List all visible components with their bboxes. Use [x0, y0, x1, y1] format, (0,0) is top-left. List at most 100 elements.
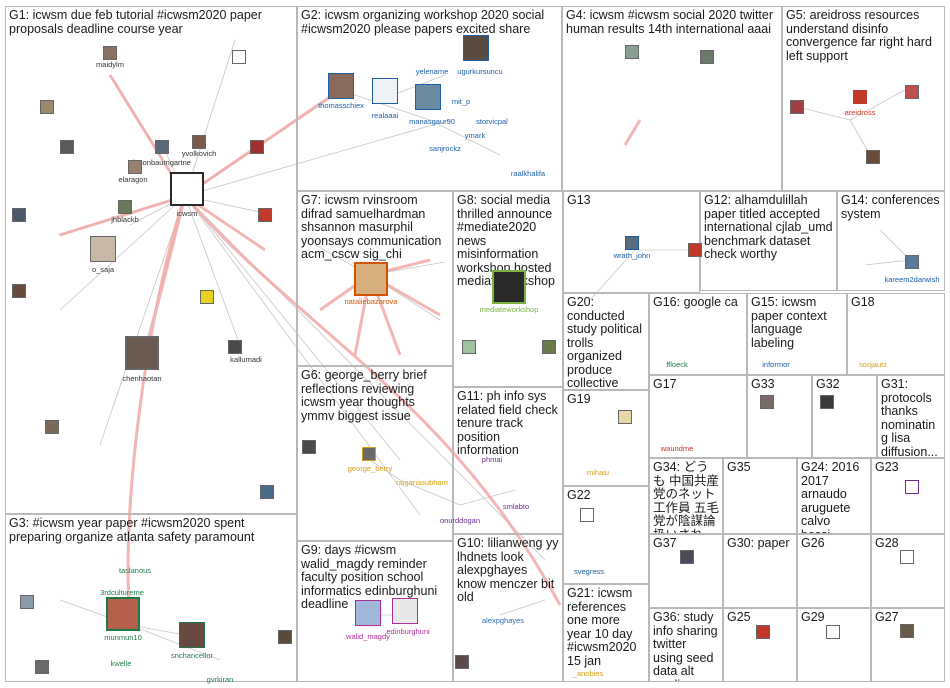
node-label-alexpghayes: alexpghayes — [481, 616, 525, 625]
node-munmun10[interactable] — [106, 597, 140, 631]
node-avatar[interactable] — [580, 508, 594, 522]
group-g7: G7: icwsm rvinsroom difrad samuelhardman… — [297, 191, 453, 366]
node-avatar[interactable] — [680, 550, 694, 564]
node-label-phmai: phmai — [481, 455, 503, 464]
node-wrath_john[interactable] — [625, 236, 639, 250]
node-label-informor: informor — [762, 360, 790, 369]
node-label-chenhaotan: chenhaotan — [122, 374, 162, 383]
node-label-_anobies: _anobies — [572, 669, 604, 678]
node-jhblackb[interactable] — [118, 200, 132, 214]
node-avatar[interactable] — [35, 660, 49, 674]
node-avatar[interactable] — [542, 340, 556, 354]
group-g22: G22 — [563, 486, 649, 584]
group-g10: G10: lilianweng yy lhdnets look alexpgha… — [453, 534, 563, 682]
group-g19-label: G19 — [567, 392, 591, 406]
node-elaragon[interactable] — [128, 160, 142, 174]
node-avatar[interactable] — [790, 100, 804, 114]
node-maidylm[interactable] — [103, 46, 117, 60]
node-avatar[interactable] — [258, 208, 272, 222]
node-manasgaur90[interactable] — [415, 84, 441, 110]
node-george_berry[interactable] — [362, 447, 376, 461]
node-label-thomasschiex: thomasschiex — [318, 101, 364, 110]
node-o_saja[interactable] — [90, 236, 116, 262]
group-g25-label: G25 — [727, 610, 751, 624]
group-g31-label: G31: protocols thanks nominating lisa di… — [881, 377, 938, 458]
node-label-kwelle: kwelle — [110, 659, 132, 668]
group-g8-label: G8: social media thrilled announce #medi… — [457, 193, 555, 287]
group-g30-label: G30: paper — [727, 536, 790, 550]
node-label-yvolkovich: yvolkovich — [181, 149, 217, 158]
group-g5-label: G5: areidross resources understand disin… — [786, 8, 932, 63]
group-g24-label: G24: 2016 2017 arnaudo aruguete calvo be… — [801, 460, 860, 533]
node-icwsm[interactable] — [170, 172, 204, 206]
node-avatar[interactable] — [688, 243, 702, 257]
group-g4: G4: icwsm #icwsm social 2020 twitter hum… — [562, 6, 782, 191]
group-g18: G18 — [847, 293, 945, 375]
node-avatar[interactable] — [826, 625, 840, 639]
group-g20: G20: conducted study political trolls or… — [563, 293, 649, 390]
node-avatar[interactable] — [866, 150, 880, 164]
node-edinburghuni[interactable] — [392, 598, 418, 624]
node-ugurkursuncu[interactable] — [463, 35, 489, 61]
group-g2-label: G2: icwsm organizing workshop 2020 socia… — [301, 8, 545, 36]
node-label-nataliebazarova: nataliebazarova — [344, 297, 398, 306]
node-avatar[interactable] — [820, 395, 834, 409]
group-g2: G2: icwsm organizing workshop 2020 socia… — [297, 6, 562, 191]
node-label-raalkhalifa: raalkhalifa — [510, 169, 546, 178]
node-kallumadi[interactable] — [228, 340, 242, 354]
node-avatar[interactable] — [900, 550, 914, 564]
group-g24: G24: 2016 2017 arnaudo aruguete calvo be… — [797, 458, 871, 534]
node-chenhaotan[interactable] — [125, 336, 159, 370]
node-label-maidylm: maidylm — [96, 60, 124, 69]
node-label-jasonbaumgartne: jasonbaumgartne — [133, 158, 191, 167]
group-g23: G23 — [871, 458, 945, 534]
node-mediateworkshop[interactable] — [492, 270, 526, 304]
node-walid_magdy[interactable] — [355, 600, 381, 626]
node-avatar[interactable] — [700, 50, 714, 64]
node-avatar[interactable] — [260, 485, 274, 499]
group-g17-label: G17 — [653, 377, 677, 391]
node-thomasschiex[interactable] — [328, 73, 354, 99]
node-areidross[interactable] — [853, 90, 867, 104]
node-avatar[interactable] — [250, 140, 264, 154]
node-nataliebazarova[interactable] — [354, 262, 388, 296]
node-jasonbaumgartne[interactable] — [155, 140, 169, 154]
node-avatar[interactable] — [760, 395, 774, 409]
group-g26-label: G26 — [801, 536, 825, 550]
node-avatar[interactable] — [756, 625, 770, 639]
group-g3-label: G3: #icwsm year paper #icwsm2020 spent p… — [9, 516, 255, 544]
node-avatar[interactable] — [302, 440, 316, 454]
node-avatar[interactable] — [200, 290, 214, 304]
node-avatar[interactable] — [40, 100, 54, 114]
node-avatar[interactable] — [455, 655, 469, 669]
node-label-storvicpal: storvicpal — [476, 117, 508, 126]
node-label-taslanous: taslanous — [118, 566, 152, 575]
node-label-mihaiu: mihaiu — [586, 468, 610, 477]
node-avatar[interactable] — [618, 410, 632, 424]
node-label-rajgariasubham: rajgariasubham — [396, 478, 448, 487]
node-avatar[interactable] — [625, 45, 639, 59]
group-g9: G9: days #icwsm walid_magdy reminder fac… — [297, 541, 453, 682]
node-avatar[interactable] — [462, 340, 476, 354]
node-avatar[interactable] — [905, 480, 919, 494]
node-avatar[interactable] — [60, 140, 74, 154]
node-label-ugurkursuncu: ugurkursuncu — [457, 67, 503, 76]
node-avatar[interactable] — [905, 85, 919, 99]
node-avatar[interactable] — [905, 255, 919, 269]
node-avatar[interactable] — [232, 50, 246, 64]
node-avatar[interactable] — [12, 208, 26, 222]
node-label-icwsm: icwsm — [176, 209, 198, 218]
node-label-waundme: waundme — [660, 444, 694, 453]
node-avatar[interactable] — [12, 284, 26, 298]
node-avatar[interactable] — [45, 420, 59, 434]
node-snchancellor[interactable] — [179, 622, 205, 648]
node-realaaai[interactable] — [372, 78, 398, 104]
group-g29: G29 — [797, 608, 871, 682]
node-avatar[interactable] — [278, 630, 292, 644]
node-avatar[interactable] — [900, 624, 914, 638]
group-g8: G8: social media thrilled announce #medi… — [453, 191, 563, 387]
node-yvolkovich[interactable] — [192, 135, 206, 149]
node-avatar[interactable] — [20, 595, 34, 609]
group-g36: G36: study info sharing twitter using se… — [649, 608, 723, 682]
node-label-sonjautz: sonjautz — [859, 360, 887, 369]
